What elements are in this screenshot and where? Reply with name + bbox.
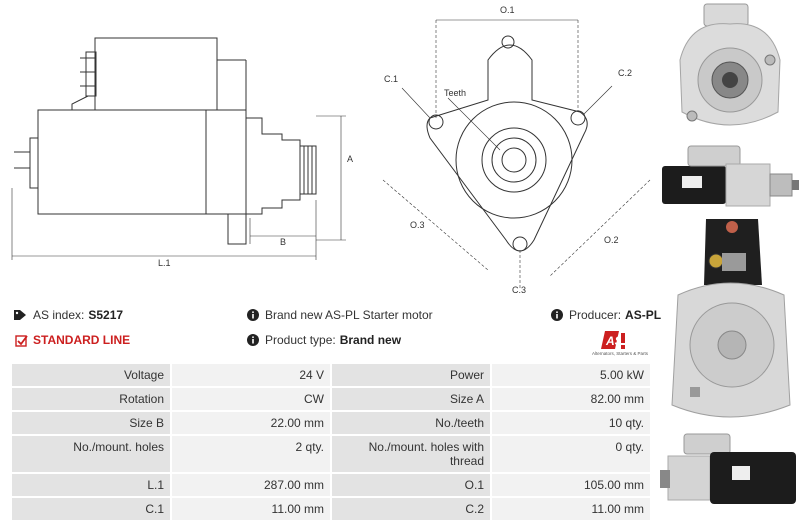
tags-icon [14, 308, 28, 322]
spec-value: 105.00 mm [492, 474, 650, 496]
spec-label: C.1 [12, 498, 170, 520]
info-circle-icon [246, 308, 260, 322]
photo-side-view[interactable] [660, 140, 800, 215]
description-text: Brand new AS-PL Starter motor [265, 308, 433, 322]
spec-value: 287.00 mm [172, 474, 330, 496]
table-row: L.1 287.00 mm O.1 105.00 mm [12, 474, 650, 496]
spec-value: 2 qty. [172, 436, 330, 472]
info-circle-icon [246, 333, 260, 347]
as-pl-logo: AS Alternators, Starters & Parts [585, 329, 655, 359]
dim-label-o3: O.3 [410, 220, 425, 230]
producer-row: Producer: AS-PL [550, 305, 661, 325]
spec-label: No./mount. holes [12, 436, 170, 472]
spec-label: Rotation [12, 388, 170, 410]
spec-label: Size B [12, 412, 170, 434]
dim-label-b: B [280, 237, 286, 247]
product-type-value: Brand new [339, 333, 402, 347]
product-photos [660, 0, 800, 523]
dim-label-a: A [347, 154, 353, 164]
spec-label: C.2 [332, 498, 490, 520]
spec-label: L.1 [12, 474, 170, 496]
producer-label: Producer: [569, 308, 622, 322]
spec-value: 0 qty. [492, 436, 650, 472]
table-row: Rotation CW Size A 82.00 mm [12, 388, 650, 410]
photo-front-view[interactable] [660, 0, 800, 140]
table-row: No./mount. holes 2 qty. No./mount. holes… [12, 436, 650, 472]
product-info: AS index: S5217 STANDARD LINE Brand new … [10, 305, 661, 357]
spec-table: Voltage 24 V Power 5.00 kW Rotation CW S… [10, 362, 652, 522]
spec-value: 24 V [172, 364, 330, 386]
mount-hole-c2 [570, 110, 586, 126]
dim-label-c1: C.1 [384, 74, 398, 84]
product-type-row: Product type: Brand new [246, 330, 401, 350]
spec-label: No./teeth [332, 412, 490, 434]
standard-line-label: STANDARD LINE [33, 333, 131, 347]
spec-label: Power [332, 364, 490, 386]
standard-line-row: STANDARD LINE [14, 330, 130, 350]
spec-value: 5.00 kW [492, 364, 650, 386]
producer-value: AS-PL [625, 308, 662, 322]
product-type-label: Product type: [265, 333, 336, 347]
logo-subtitle: Alternators, Starters & Parts [591, 351, 649, 356]
technical-drawing: A B L.1 O.1 C.1 C. [0, 0, 660, 300]
spec-value: CW [172, 388, 330, 410]
spec-value: 11.00 mm [172, 498, 330, 520]
table-row: Size B 22.00 mm No./teeth 10 qty. [12, 412, 650, 434]
checkbox-icon [14, 333, 28, 347]
spec-label: Size A [332, 388, 490, 410]
description-row: Brand new AS-PL Starter motor [246, 305, 433, 325]
teeth-label: Teeth [444, 88, 466, 98]
dim-label-c2: C.2 [618, 68, 632, 78]
spec-value: 10 qty. [492, 412, 650, 434]
table-row: C.1 11.00 mm C.2 11.00 mm [12, 498, 650, 520]
dim-label-o2: O.2 [604, 235, 619, 245]
as-index-row: AS index: S5217 [14, 305, 123, 325]
as-index-label: AS index: [33, 308, 85, 322]
dim-label-l1: L.1 [158, 258, 171, 268]
solenoid [94, 37, 218, 111]
dim-label-o1: O.1 [500, 5, 515, 15]
spec-label: O.1 [332, 474, 490, 496]
mount-hole-c3 [512, 236, 528, 252]
logo-text: AS [605, 334, 623, 348]
info-circle-icon [550, 308, 564, 322]
spec-value: 11.00 mm [492, 498, 650, 520]
mount-flange [426, 44, 588, 252]
photo-angle-view[interactable] [660, 430, 800, 523]
table-row: Voltage 24 V Power 5.00 kW [12, 364, 650, 386]
spec-label: Voltage [12, 364, 170, 386]
dim-label-c3: C.3 [512, 285, 526, 295]
spec-label: No./mount. holes with thread [332, 436, 490, 472]
photo-rear-view[interactable] [660, 215, 800, 430]
motor-housing [37, 109, 207, 215]
starter-dimension-diagram: A B L.1 O.1 C.1 C. [11, 5, 651, 295]
spec-value: 22.00 mm [172, 412, 330, 434]
as-index-value: S5217 [88, 308, 124, 322]
spec-value: 82.00 mm [492, 388, 650, 410]
